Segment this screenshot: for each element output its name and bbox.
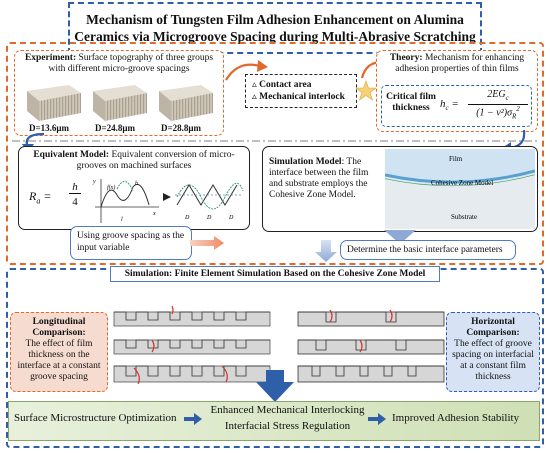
svg-text:D: D <box>184 215 190 221</box>
title-line-2: Ceramics via Microgroove Spacing during … <box>74 29 476 44</box>
mechanism-box: ▵ Contact area ▵ Mechanical interlock <box>245 74 357 108</box>
theory-box: Theory: Mechanism for enhancing adhesion… <box>376 50 538 132</box>
strip-right-2 <box>297 339 445 355</box>
theory-label: Theory: <box>389 53 423 63</box>
equivalent-label: Equivalent Model: <box>33 150 110 160</box>
star-icon <box>355 80 377 101</box>
simulation-banner: Simulation: Finite Element Simulation Ba… <box>110 266 440 282</box>
arrow-experiment-to-mechanism <box>225 60 268 81</box>
svg-text:f(x): f(x) <box>107 184 115 191</box>
mechanism-item-1: ▵ Contact area <box>252 80 312 90</box>
ra-formula-lhs: Ra = <box>29 189 52 206</box>
theory-text: Mechanism for enhancing adhesion propert… <box>395 53 525 74</box>
outcome-step-2a: Enhanced Mechanical Interlocking <box>210 404 365 416</box>
longitudinal-comparison-box: Longitudinal Comparison: The effect of f… <box>10 312 108 392</box>
sample-label-2: D=24.8μm <box>95 123 135 133</box>
top-section-frame <box>6 42 544 265</box>
arrow-down-right <box>384 230 416 244</box>
longitudinal-text: The effect of film thickness on the inte… <box>17 339 101 382</box>
simulation-model-text: Simulation Model: The interface between … <box>269 157 369 200</box>
ra-formula-den: 4 <box>72 196 78 208</box>
svg-text:y: y <box>92 179 96 185</box>
separator-line <box>12 140 538 142</box>
svg-text:Substrate: Substrate <box>451 213 477 221</box>
sample-block-2 <box>93 85 147 121</box>
critical-thickness-label: Critical film thickness <box>386 92 436 113</box>
outcome-step-2b: Interfacial Stress Regulation <box>224 420 351 432</box>
outcome-strip <box>8 401 540 441</box>
input-variable-box: Using groove spacing as the input variab… <box>70 226 192 260</box>
svg-text:Film: Film <box>449 155 463 163</box>
horizontal-comparison-box: Horizontal Comparison: The effect of gro… <box>446 312 540 392</box>
big-down-arrow <box>256 370 294 402</box>
cohesive-zone-illustration: Film Cohesive Zone Model Substrate <box>385 149 535 229</box>
experiment-label: Experiment: <box>24 53 77 63</box>
horizontal-title: Horizontal Comparison: <box>466 317 520 338</box>
equivalent-text: Equivalent conversion of micro-grooves o… <box>76 150 235 171</box>
svg-text:D: D <box>228 215 234 221</box>
arrow-gradient-right <box>190 236 224 250</box>
sample-label-1: D=13.6μm <box>29 123 69 133</box>
strip-left-1 <box>113 311 271 327</box>
interface-params-text: Determine the basic interface parameters <box>347 245 503 255</box>
interface-params-box: Determine the basic interface parameters <box>340 240 516 260</box>
input-variable-text: Using groove spacing as the input variab… <box>77 231 185 253</box>
svg-text:D: D <box>206 215 212 221</box>
groove-equivalent-diagram: y x h f(x) l D D D <box>92 179 244 223</box>
arrow-gradient-down <box>315 240 337 262</box>
longitudinal-title: Longitudinal Comparison: <box>32 317 86 338</box>
critical-thickness-panel: Critical film thickness hc = 2EGc (1 − ν… <box>381 85 532 127</box>
equivalent-model-box: Equivalent Model: Equivalent conversion … <box>18 146 250 230</box>
svg-text:x: x <box>152 211 156 217</box>
sample-block-1 <box>27 85 81 121</box>
sample-images <box>27 85 213 121</box>
svg-text:h: h <box>135 181 138 187</box>
strip-left-3 <box>113 365 271 383</box>
experiment-text: Surface topography of three groups with … <box>48 53 214 74</box>
critical-formula-lhs: hc = <box>440 98 459 113</box>
arrow-step-2 <box>368 413 386 425</box>
svg-text:l: l <box>121 217 123 223</box>
simulation-results-left <box>113 305 271 385</box>
arrow-step-1 <box>184 413 202 425</box>
critical-formula-denominator: (1 − ν²)σR2 <box>476 105 520 121</box>
ra-formula-num: h <box>69 182 81 194</box>
title-line-1: Mechanism of Tungsten Film Adhesion Enha… <box>86 12 464 27</box>
sample-block-3 <box>159 85 213 121</box>
mechanism-item-2: ▵ Mechanical interlock <box>252 92 345 102</box>
strip-right-3 <box>297 365 445 383</box>
strip-left-2 <box>113 339 271 355</box>
outcome-step-3: Improved Adhesion Stability <box>392 412 520 424</box>
sample-label-3: D=28.8μm <box>161 123 201 133</box>
svg-text:Cohesive Zone Model: Cohesive Zone Model <box>431 179 493 187</box>
page-title: Mechanism of Tungsten Film Adhesion Enha… <box>68 2 482 54</box>
experiment-box: Experiment: Surface topography of three … <box>14 50 224 136</box>
outcome-step-1: Surface Microstructure Optimization <box>14 412 177 424</box>
simulation-model-box: Simulation Model: The interface between … <box>262 146 538 232</box>
strip-right-1 <box>297 311 445 327</box>
critical-formula-numerator: 2EGc <box>468 89 528 105</box>
simulation-results-right <box>297 309 445 383</box>
horizontal-text: The effect of groove spacing on interfac… <box>452 339 534 382</box>
